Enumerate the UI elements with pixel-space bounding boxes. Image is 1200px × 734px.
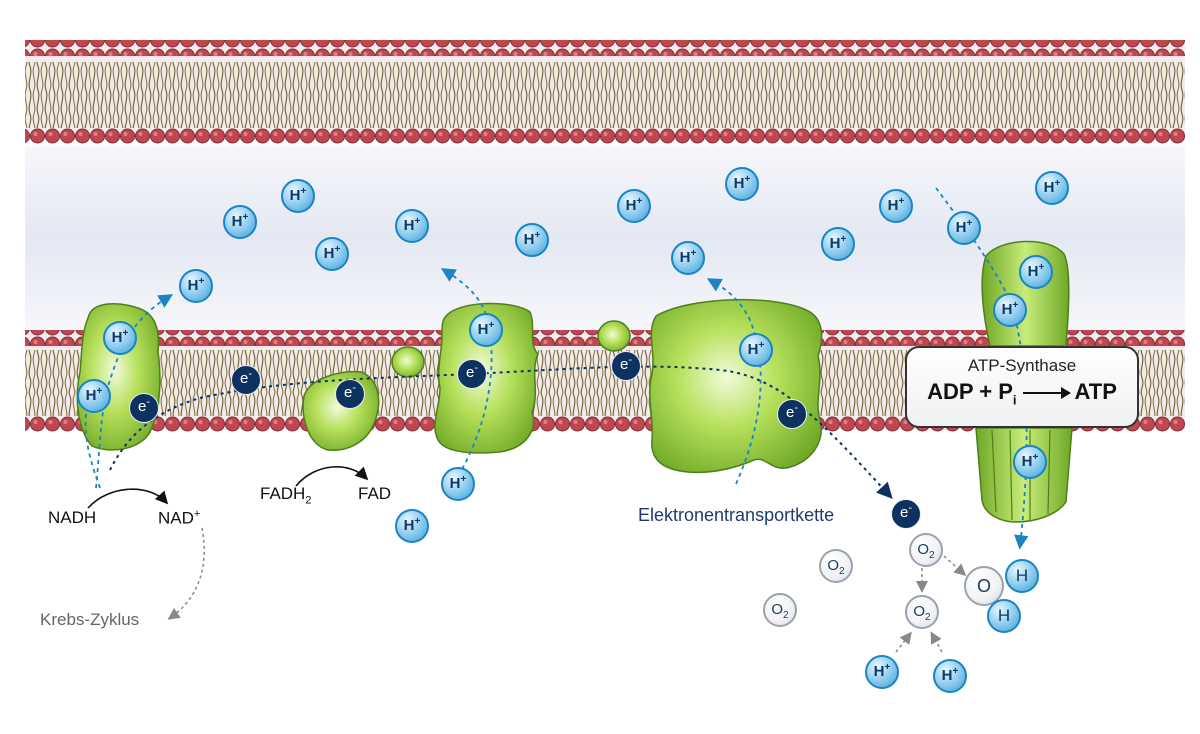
proton: H+ — [281, 179, 315, 213]
proton: H+ — [617, 189, 651, 223]
electron: e- — [611, 351, 641, 381]
proton: H+ — [441, 467, 475, 501]
proton: H+ — [879, 189, 913, 223]
electron: e- — [777, 399, 807, 429]
complex-iii — [434, 302, 539, 454]
proton: H+ — [947, 211, 981, 245]
proton: H+ — [223, 205, 257, 239]
oxygen-molecule: O2 — [909, 533, 943, 567]
fad-label: FAD — [358, 484, 392, 503]
proton: H+ — [725, 167, 759, 201]
oxygen-molecule: O2 — [763, 593, 797, 627]
reaction-arrow-icon — [1022, 387, 1071, 400]
proton: H+ — [671, 241, 705, 275]
proton: H+ — [933, 659, 967, 693]
proton: H+ — [469, 313, 503, 347]
electron-transport-chain-label: Elektronentransportkette — [638, 505, 835, 525]
outer-membrane-heads-top — [25, 40, 1185, 56]
proton: H+ — [103, 321, 137, 355]
cytochrome-c — [597, 320, 631, 352]
proton: H+ — [395, 209, 429, 243]
electron: e- — [335, 379, 365, 409]
atp-synthase-title: ATP-Synthase — [967, 356, 1077, 375]
nadh-label: NADH — [48, 508, 97, 527]
nad-label: NAD+ — [158, 508, 201, 528]
water-oxygen-atom: O — [964, 566, 1004, 606]
outer-membrane-heads-bottom — [25, 128, 1185, 144]
oxygen-molecule: O2 — [905, 595, 939, 629]
proton: H+ — [1035, 171, 1069, 205]
electron: e- — [129, 393, 159, 423]
outer-membrane-tails — [25, 62, 1185, 128]
proton: H+ — [515, 223, 549, 257]
fadh2-label: FADH2 — [260, 484, 312, 507]
ubiquinone — [391, 346, 425, 378]
proton: H+ — [395, 509, 429, 543]
proton: H+ — [865, 655, 899, 689]
proton: H+ — [821, 227, 855, 261]
proton: H+ — [179, 269, 213, 303]
proton: H+ — [1013, 445, 1047, 479]
proton: H+ — [739, 333, 773, 367]
electron: e- — [231, 365, 261, 395]
proton: H+ — [315, 237, 349, 271]
electron: e- — [891, 499, 921, 529]
electron: e- — [457, 359, 487, 389]
krebs-cycle-label: Krebs-Zyklus — [40, 610, 140, 629]
water-hydrogen-atom: H — [987, 599, 1021, 633]
oxygen-molecule: O2 — [819, 549, 853, 583]
complex-iv — [649, 298, 823, 474]
proton: H+ — [993, 293, 1027, 327]
proton: H+ — [1019, 255, 1053, 289]
water-hydrogen-atom: H — [1005, 559, 1039, 593]
proton: H+ — [77, 379, 111, 413]
